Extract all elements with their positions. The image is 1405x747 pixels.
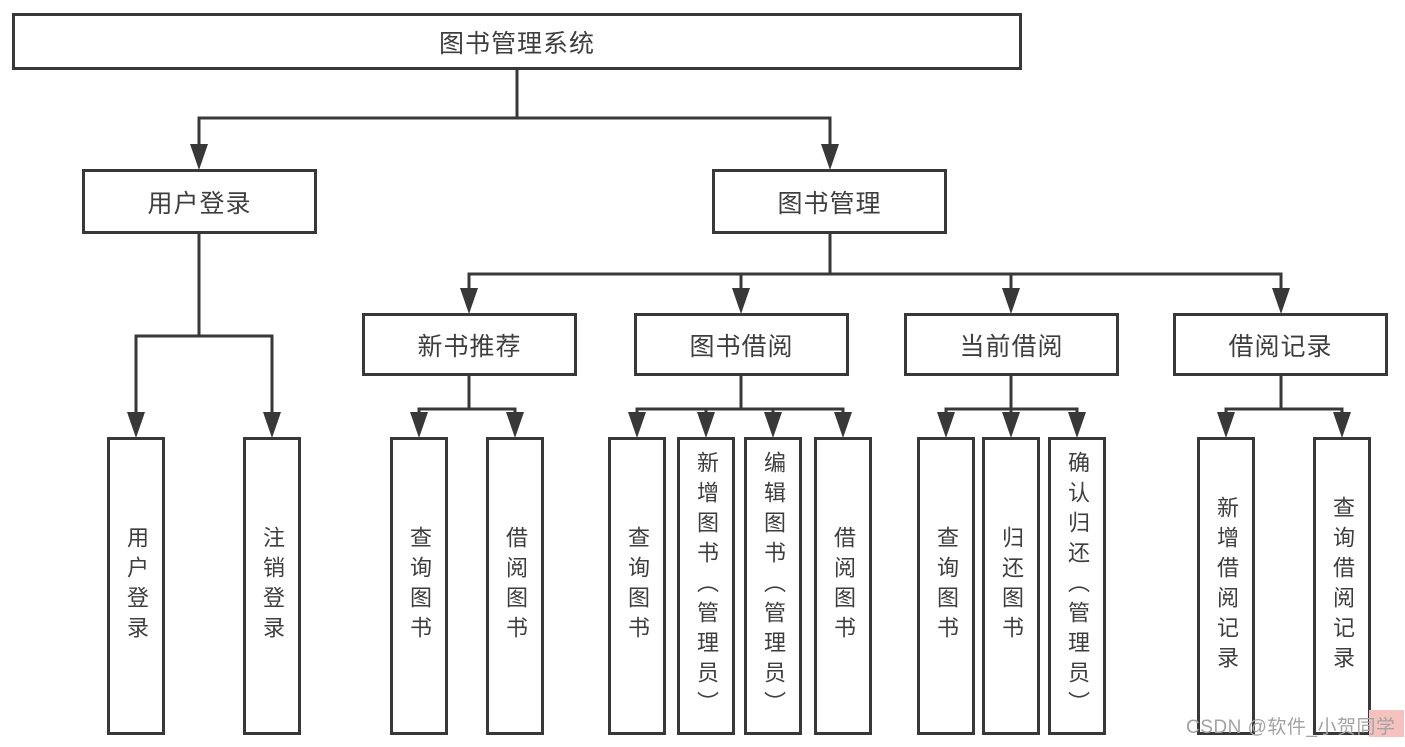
node-book-management: 图书管理	[712, 169, 947, 234]
leaf-confirm-return-admin: 确认归还（管理员）	[1048, 437, 1106, 735]
node-library-management-system: 图书管理系统	[12, 13, 1022, 70]
leaf-label: 新增借阅记录	[1214, 496, 1239, 676]
leaf-label: 归还图书	[999, 526, 1024, 646]
leaf-label: 确认归还（管理员）	[1065, 451, 1090, 721]
leaf-query-books-recommend: 查询图书	[390, 437, 448, 735]
leaf-label: 借阅图书	[503, 526, 528, 646]
leaf-return-books: 归还图书	[982, 437, 1040, 735]
leaf-query-books-borrowing: 查询图书	[608, 437, 666, 735]
leaf-query-borrow-record: 查询借阅记录	[1313, 437, 1371, 735]
leaf-edit-books-admin: 编辑图书（管理员）	[744, 437, 802, 735]
leaf-label: 查询借阅记录	[1330, 496, 1355, 676]
node-book-borrowing: 图书借阅	[634, 313, 849, 376]
leaf-borrow-books-recommend: 借阅图书	[486, 437, 544, 735]
leaf-label: 新增图书（管理员）	[694, 451, 719, 721]
leaf-borrow-books-borrowing: 借阅图书	[814, 437, 872, 735]
leaf-label: 查询图书	[625, 526, 650, 646]
watermark: CSDN @软件_小贺同学	[1186, 717, 1396, 738]
leaf-logout: 注销登录	[243, 437, 301, 735]
leaf-label: 编辑图书（管理员）	[761, 451, 786, 721]
node-borrowing-records: 借阅记录	[1173, 313, 1388, 376]
leaf-label: 查询图书	[407, 526, 432, 646]
leaf-label: 借阅图书	[831, 526, 856, 646]
leaf-user-login: 用户登录	[107, 437, 165, 735]
node-current-borrowing: 当前借阅	[904, 313, 1119, 376]
leaf-label: 注销登录	[260, 526, 285, 646]
leaf-query-books-current: 查询图书	[917, 437, 975, 735]
leaf-label: 查询图书	[934, 526, 959, 646]
leaf-label: 用户登录	[124, 526, 149, 646]
node-new-book-recommendation: 新书推荐	[362, 313, 577, 376]
watermark-highlight	[1369, 710, 1404, 737]
leaf-add-borrow-record: 新增借阅记录	[1197, 437, 1255, 735]
node-user-login: 用户登录	[82, 169, 317, 234]
leaf-add-books-admin: 新增图书（管理员）	[677, 437, 735, 735]
